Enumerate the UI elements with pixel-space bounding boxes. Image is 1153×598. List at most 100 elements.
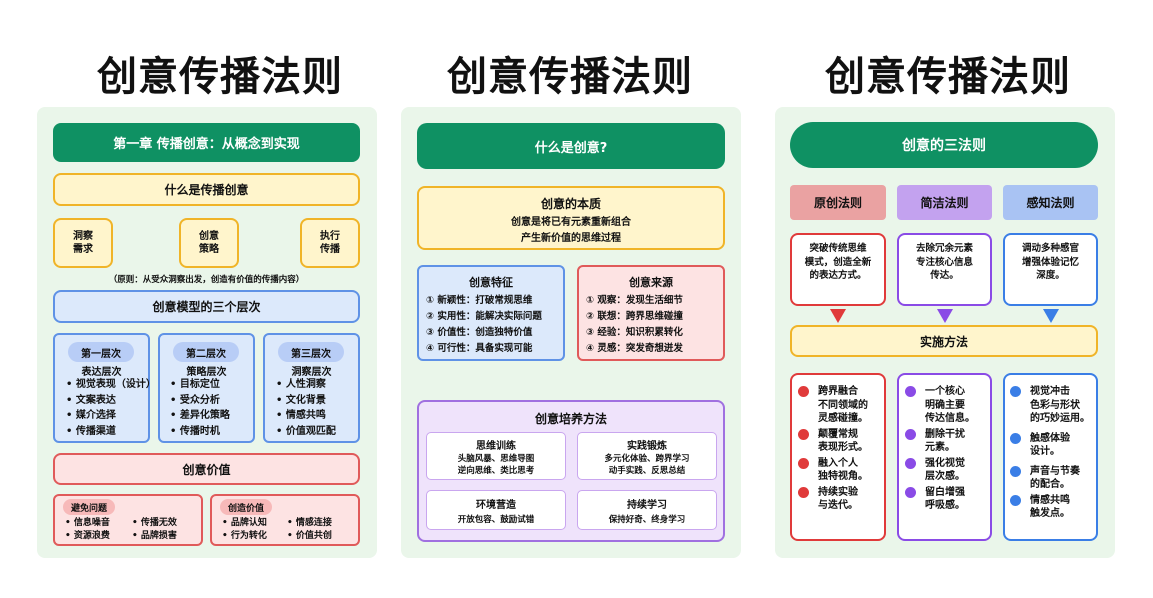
list-item: • 受众分析 [170,394,220,406]
impl-card-2 [897,373,992,541]
bullet-dot-icon [905,386,916,397]
list-item: 融入个人独特视角。 [798,457,868,484]
list-item: • 文化背景 [276,394,326,406]
law-desc-line: 调动多种感官 [1021,243,1079,254]
sources-list: ① 观察：发现生活细节 ② 联想：跨界思维碰撞 ③ 经验：知识积累转化 ④ 灵感… [586,293,683,357]
principle-note: （原则：从受众洞察出发，创造有价值的传播内容） [108,275,305,285]
step-strategy: 创意 策略 [179,218,239,268]
law-desc-line: 去除冗余元素 [915,243,973,254]
law-tab-2: 简洁法则 [897,185,992,220]
bullet-dot-icon [798,428,809,440]
list-item: 情感共鸣触发点。 [1010,494,1090,521]
model-box: 创意模型的三个层次 [53,290,360,323]
list-item: • 目标定位 [170,379,220,390]
list-item: 颠覆常规表现形式。 [798,428,868,455]
bullet-dot-icon [905,428,916,440]
list-item: ① 新颖性：打破常规思维 [426,295,533,306]
bullet-dot-icon [905,486,916,498]
method-title-2: 实践锻炼 [627,441,667,452]
avoid-tag: 避免问题 [63,499,115,515]
sources-title: 创意来源 [629,276,673,289]
list-item: 跨界融合不同领域的灵感碰撞。 [798,385,868,426]
arrow-down-purple-icon [937,309,953,323]
method-line-1b: 逆向思维、类比思考 [457,466,535,476]
method-title-3: 环境营造 [476,500,516,511]
avoid-col2: • 传播无效 • 品牌损害 [132,517,177,543]
law-desc-line: 增强体验记忆 [1021,256,1079,268]
law-desc-line: 专注核心信息 [915,256,973,268]
list-item: ② 实用性：能解决实际问题 [426,311,542,322]
create-tag: 创造价值 [220,499,272,515]
arrow-down-red-icon [830,309,846,323]
essence-title: 创意的本质 [540,197,601,211]
methods-title: 创意培养方法 [534,412,607,426]
list-item: • 文案表达 [66,394,116,406]
list-item: • 人性洞察 [276,379,326,390]
list-item: ③ 价值性：创造独特价值 [426,327,533,338]
list-item: ② 联想：跨界思维碰撞 [586,311,683,322]
step-insight: 洞察 需求 [53,218,113,268]
law-desc-3: 调动多种感官 增强体验记忆 深度。 [1003,242,1098,283]
essence-box [417,186,725,250]
essence-line-2: 产生新价值的思维过程 [521,233,621,244]
list-item: • 信息噪音 [65,518,110,528]
list-item: • 差异化策略 [170,410,230,421]
law-desc-line: 的表达方式。 [809,270,867,281]
title-3: 创意传播法则 [825,54,1071,100]
law-desc-1: 突破传统思维 模式，创造全新 的表达方式。 [790,242,886,283]
list-item: 一个核心明确主要传达信息。 [905,385,975,426]
list-item: ③ 经验：知识积累转化 [586,327,683,338]
list-item: • 视觉表现（设计） [66,379,156,390]
level-tag-2: 第二层次 [173,342,239,362]
method-line-2b: 动手实践、反思总结 [608,466,686,476]
law-tab-1: 原创法则 [790,185,886,220]
list-item: 视觉冲击色彩与形状的巧妙运用。 [1010,385,1090,426]
method-card-4 [577,490,717,530]
bullet-dot-icon [1010,494,1021,506]
list-item: • 传播无效 [132,518,177,528]
list-item: 删除干扰元素。 [905,428,975,455]
create-col1: • 品牌认知 • 行为转化 [222,517,267,543]
create-col2: • 情感连接 • 价值共创 [287,517,332,543]
list-item: 持续实验与迭代。 [798,486,868,513]
title-1: 创意传播法则 [97,54,343,100]
impl-card-3 [1003,373,1098,541]
method-line-2a: 多元化体验、跨界学习 [604,454,690,464]
level-tag-3: 第三层次 [278,342,344,362]
list-item: • 媒介选择 [66,410,116,421]
list-item: • 情感共鸣 [276,410,326,421]
law-desc-line: 深度。 [1036,270,1065,281]
impl-card-1 [790,373,886,541]
panel3-header: 创意的三法则 [790,122,1098,168]
method-line-3a: 开放包容、鼓励试错 [457,515,535,525]
law-desc-line: 模式，创造全新 [804,256,872,268]
method-line-1a: 头脑风暴、思维导图 [457,454,535,464]
list-item: • 传播时机 [170,425,220,437]
method-title-4: 持续学习 [627,500,667,511]
method-title-1: 思维训练 [476,441,516,452]
level-name-2: 策略层次 [186,367,227,378]
panel1-header: 第一章 传播创意：从概念到实现 [53,123,360,162]
step-execute: 执行 传播 [300,218,360,268]
bullet-dot-icon [1010,432,1021,444]
list-item: • 价值共创 [287,531,332,541]
law-tab-3: 感知法则 [1003,185,1098,220]
level-name-3: 洞察层次 [291,367,332,378]
bullet-dot-icon [798,386,809,397]
arrow-down-blue-icon [1043,309,1059,323]
law-desc-2: 去除冗余元素 专注核心信息 传达。 [897,242,992,283]
list-item: ④ 可行性：具备实现可能 [426,343,533,354]
list-item: • 传播渠道 [66,425,116,437]
law-desc-line: 传达。 [930,270,959,281]
bullet-dot-icon [798,457,809,469]
features-list: ① 新颖性：打破常规思维 ② 实用性：能解决实际问题 ③ 价值性：创造独特价值 … [426,293,542,357]
bullet-dot-icon [1010,386,1021,397]
impl-list-2: 一个核心明确主要传达信息。 删除干扰元素。 强化视觉层次感。 留白增强呼吸感。 [905,385,975,513]
level-list-1: • 视觉表现（设计） • 文案表达 • 媒介选择 • 传播渠道 [66,377,156,439]
method-card-1 [426,432,566,480]
level-name-1: 表达层次 [81,367,122,378]
method-card-3 [426,490,566,530]
list-item: • 行为转化 [222,531,267,541]
law-card-3 [1003,233,1098,306]
method-line-4a: 保持好奇、终身学习 [608,515,686,525]
